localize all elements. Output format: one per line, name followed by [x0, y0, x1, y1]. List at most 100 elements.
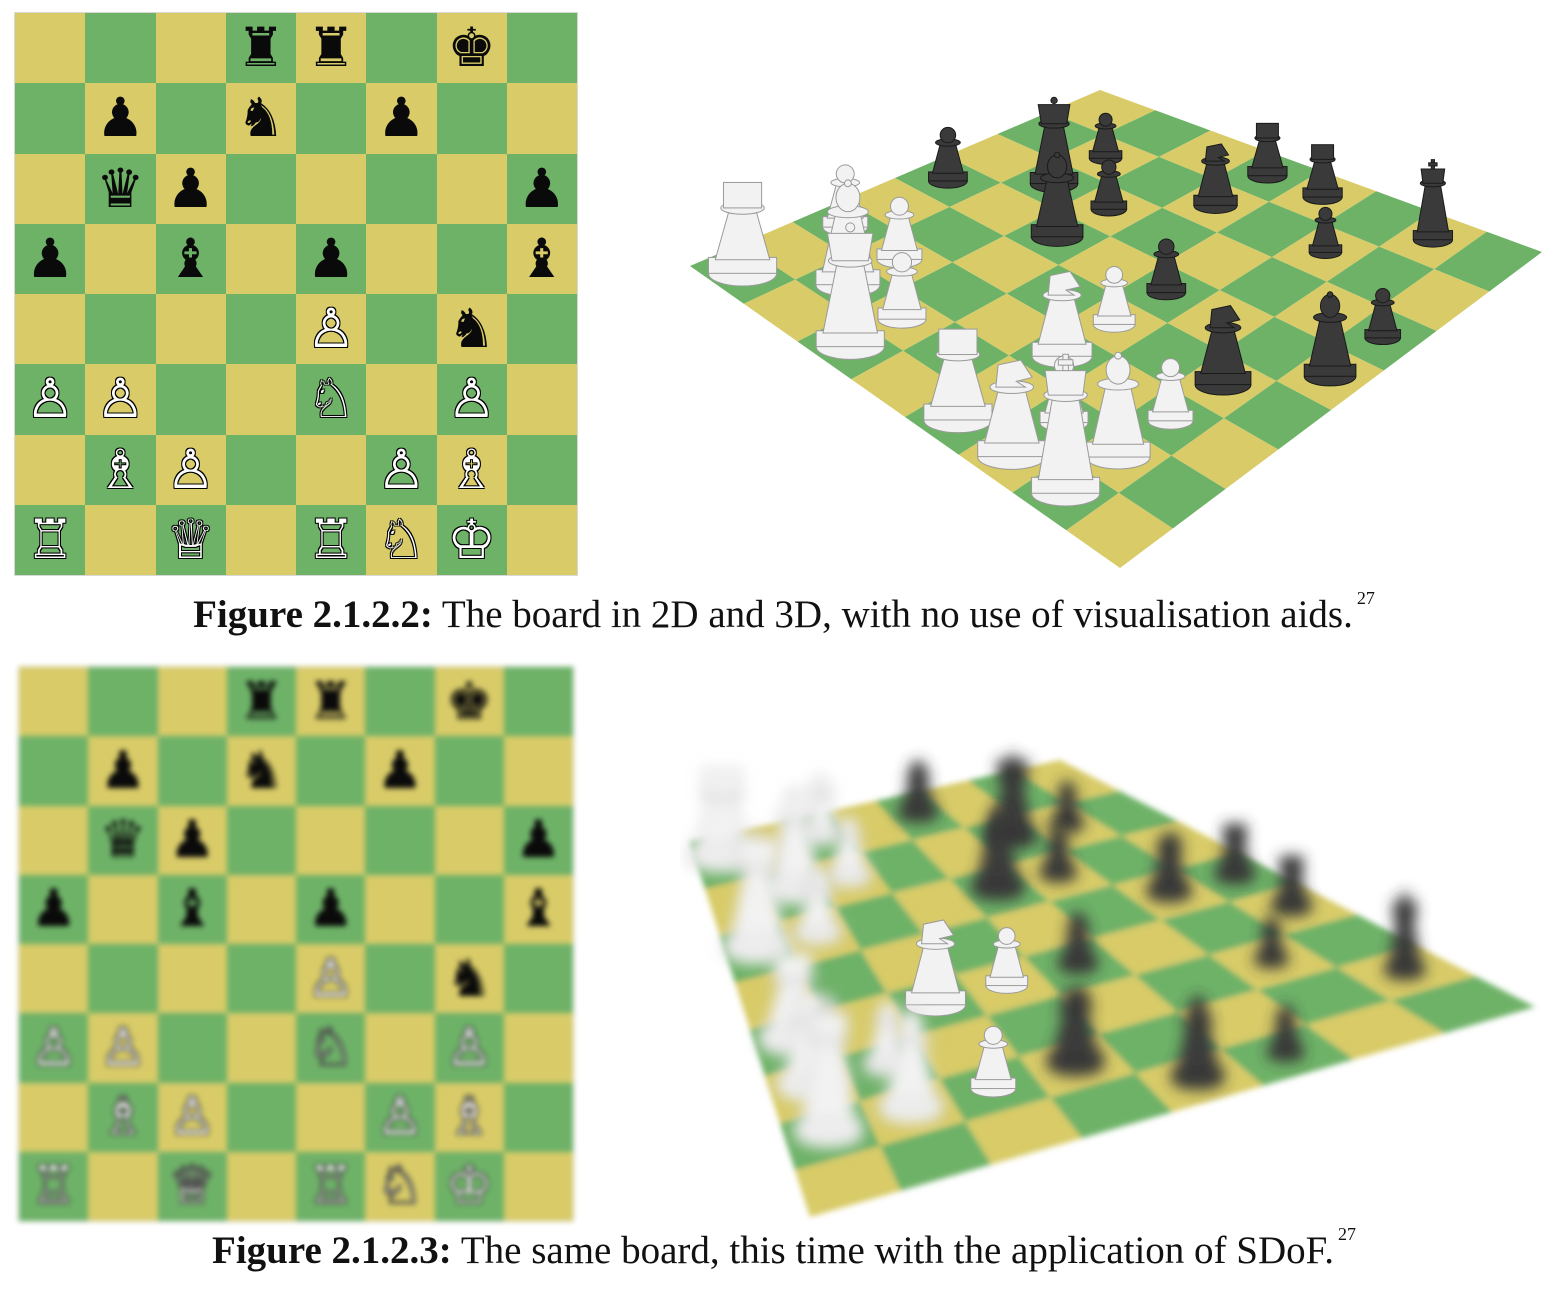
board-square: ♗ — [85, 434, 156, 505]
board-3d-square — [1434, 231, 1542, 292]
white-queen-3d — [815, 222, 885, 360]
board-square: ♝ — [155, 223, 226, 294]
board-3d-square — [1134, 954, 1258, 1012]
white-pawn-icon: ♙ — [96, 367, 145, 431]
board-square: ♙ — [85, 364, 156, 435]
board-3d-square — [1217, 201, 1325, 258]
white-pawn-3d — [970, 1025, 1017, 1098]
white-king-icon: ♔ — [447, 507, 496, 571]
board-3d-square — [851, 350, 957, 417]
reference-number: 27 — [1337, 1224, 1356, 1244]
board-3d-square — [898, 207, 1004, 263]
black-rook-3d — [1214, 823, 1256, 885]
black-pawn-3d — [1267, 1004, 1305, 1062]
board-square — [296, 434, 367, 505]
board-square — [155, 13, 226, 84]
board-square: ♘ — [365, 1151, 435, 1221]
board-square — [19, 805, 89, 875]
white-bishop-icon: ♗ — [99, 1087, 147, 1148]
white-bishop-icon: ♗ — [445, 1087, 493, 1148]
board-square: ♔ — [436, 504, 507, 575]
board-square — [434, 736, 504, 806]
black-bishop-3d — [1030, 151, 1084, 247]
board-3d-square — [880, 1121, 992, 1191]
board-square — [19, 944, 89, 1014]
board-square — [15, 83, 86, 154]
board-square — [506, 83, 577, 154]
board-square: ♟ — [506, 153, 577, 224]
board-3d-square — [834, 893, 924, 951]
board-3d-square — [1219, 257, 1327, 317]
board-3d-square — [954, 293, 1061, 356]
board-square: ♜ — [225, 13, 296, 84]
board-square — [506, 294, 577, 365]
board-square — [436, 153, 507, 224]
board-3d-square — [1058, 236, 1165, 294]
board-square: ♙ — [296, 294, 367, 365]
white-pawn-icon: ♙ — [377, 437, 426, 501]
board-square: ♜ — [226, 667, 296, 737]
board-square — [88, 667, 158, 737]
board-square — [19, 1082, 89, 1152]
black-rook-icon: ♜ — [236, 16, 286, 80]
white-rook-icon: ♖ — [25, 507, 75, 571]
board-square — [503, 667, 573, 737]
board-square — [226, 1082, 296, 1152]
board-square — [365, 874, 435, 944]
board-3d-square — [828, 801, 913, 853]
white-pawn-3d — [793, 869, 843, 946]
black-knight-3d — [1194, 305, 1252, 396]
white-king-3d — [1031, 353, 1101, 507]
board-square — [296, 1082, 366, 1152]
board-square: ♙ — [88, 1013, 158, 1083]
white-rook-icon: ♖ — [306, 507, 356, 571]
board-square — [225, 153, 296, 224]
board-square — [503, 944, 573, 1014]
white-queen-3d — [722, 827, 793, 965]
board-square — [88, 874, 158, 944]
white-knight-3d — [1031, 270, 1093, 368]
board-square — [366, 364, 437, 435]
black-bishop-icon: ♝ — [166, 226, 215, 290]
black-bishop-3d — [1303, 291, 1357, 387]
board-3d-square — [1223, 381, 1331, 450]
board-3d-square — [1060, 975, 1178, 1035]
board-3d-square — [743, 279, 850, 342]
board-square: ♙ — [366, 434, 437, 505]
black-pawn-3d — [928, 126, 968, 189]
white-bishop-icon: ♗ — [96, 437, 145, 501]
board-3d-square — [1115, 323, 1222, 388]
board-3d-square — [965, 1097, 1082, 1165]
board-square — [434, 805, 504, 875]
white-bishop-3d — [1085, 351, 1151, 470]
board-square — [226, 1013, 296, 1083]
board-3d-square — [900, 262, 1007, 323]
board-square: ♗ — [436, 434, 507, 505]
board-square — [225, 434, 296, 505]
black-pawn-icon: ♟ — [168, 810, 216, 871]
board-square: ♔ — [434, 1151, 504, 1221]
board-square: ♟ — [15, 223, 86, 294]
board-square — [434, 874, 504, 944]
board-square — [19, 736, 89, 806]
black-pawn-3d — [1039, 825, 1077, 883]
black-pawn-3d — [898, 760, 938, 823]
black-bishop-3d — [1171, 994, 1225, 1091]
board-3d-square — [741, 222, 847, 280]
board-square — [157, 944, 227, 1014]
board-square — [157, 1013, 227, 1083]
board-square: ♟ — [85, 83, 156, 154]
black-knight-icon: ♞ — [236, 86, 286, 150]
black-pawn-icon: ♟ — [517, 156, 567, 220]
board-square — [226, 874, 296, 944]
white-queen-icon: ♕ — [166, 507, 215, 571]
white-knight-icon: ♘ — [377, 507, 426, 571]
black-bishop-3d — [971, 805, 1025, 901]
figure-label: Figure 2.1.2.2: — [193, 593, 433, 636]
board-square: ♖ — [296, 504, 367, 575]
board-square: ♘ — [366, 504, 437, 575]
white-pawn-icon: ♙ — [447, 367, 496, 431]
board-square: ♟ — [296, 223, 367, 294]
board-square: ♙ — [365, 1082, 435, 1152]
board-3d-square — [1050, 1073, 1173, 1139]
